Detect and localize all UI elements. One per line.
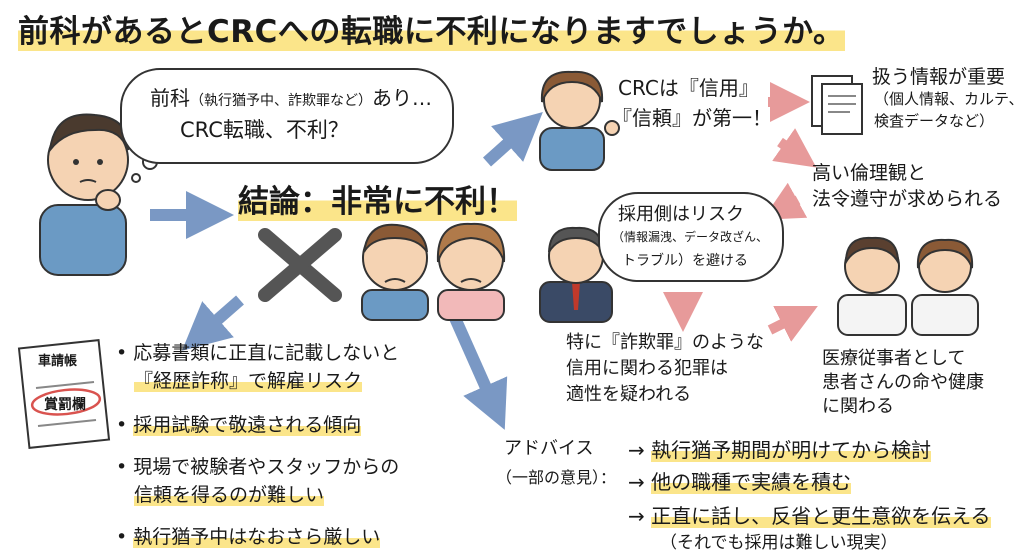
thought-line-2: CRC転職、不利？ xyxy=(180,118,349,142)
bullet-3-line-1: • 現場で被験者やスタッフからの xyxy=(116,456,400,478)
crc-trust-line-1: CRCは『信用』 xyxy=(618,76,759,100)
employer-man-icon xyxy=(539,226,613,323)
conclusion-text: 結論：非常に不利！ xyxy=(238,176,517,221)
thought-line-1-paren: （執行猶予中、詐欺罪など） xyxy=(190,93,372,109)
medical-line-1: 医療従事者として xyxy=(822,348,966,369)
document-field: 賞罰欄 xyxy=(44,397,86,413)
bullet-3-text: 現場で被験者やスタッフからの xyxy=(133,456,400,478)
ethics-line-1: 高い倫理観と xyxy=(812,162,927,184)
advice-item-1-text: 執行猶予期間が明けてから検討 xyxy=(651,438,932,462)
worried-boy-icon xyxy=(361,223,429,321)
resume-document-icon xyxy=(17,338,111,450)
bullet-4-line-1: • 執行猶予中はなおさら厳しい xyxy=(116,526,381,548)
thought-line-1: 前科（執行猶予中、詐欺罪など）あり… xyxy=(150,82,432,111)
advice-label: アドバイス xyxy=(504,438,594,459)
bullet-1-line-2: 『経歴詐称』で解雇リスク xyxy=(134,366,363,393)
fraud-line-1: 特に『詐欺罪』のような xyxy=(566,332,764,353)
arrow-down-left-icon xyxy=(181,295,244,351)
document-header: 車請帳 xyxy=(38,354,78,369)
advice-item-3-text: 正直に話し、反省と更生意欲を伝える xyxy=(651,504,991,528)
bullet-1-text-2: 『経歴詐称』で解雇リスク xyxy=(134,370,363,392)
advice-sub: （一部の意見）： xyxy=(496,468,617,487)
nurse-icon xyxy=(911,238,979,336)
advice-item-1: → 執行猶予期間が明けてから検討 xyxy=(628,438,932,462)
advice-item-3: → 正直に話し、反省と更生意欲を伝える xyxy=(628,504,991,528)
info-line-3: 検査データなど） xyxy=(874,112,995,130)
advice-note: （それでも採用は難しい現実） xyxy=(660,533,898,553)
thought-line-1-main: 前科 xyxy=(150,86,190,110)
info-line-1: 扱う情報が重要 xyxy=(872,66,1006,88)
bullet-3-text-2: 信頼を得るのが難しい xyxy=(134,484,325,506)
thought-bubble xyxy=(120,68,454,164)
bullet-1-line-1: • 応募書類に正直に記載しないと xyxy=(116,342,400,364)
bullet-2-text: 採用試験で敬遠される傾向 xyxy=(133,414,362,436)
medical-line-2: 患者さんの命や健康 xyxy=(822,372,984,393)
employer-line-3: トラブル）を避ける xyxy=(622,253,748,269)
arrow-down-left-icon xyxy=(762,182,808,220)
info-line-2: （個人情報、カルテ、 xyxy=(874,90,1024,108)
arrow-down-right-icon xyxy=(449,315,508,430)
advice-item-2: → 他の職種で実績を積む xyxy=(628,470,852,494)
fraud-line-3: 適性を疑われる xyxy=(566,384,692,405)
page-title: 前科があるとCRCへの転職に不利になりますでしょうか。 xyxy=(18,6,845,51)
arrow-up-right-icon xyxy=(767,306,818,342)
ethics-line-2: 法令遵守が求められる xyxy=(812,188,1003,210)
medical-line-3: に関わる xyxy=(822,396,894,417)
arrow-up-right-icon xyxy=(482,111,543,167)
thinking-man-icon xyxy=(39,113,130,276)
thought-dot-icon xyxy=(131,173,141,183)
thought-line-1-tail: あり… xyxy=(372,86,432,110)
bullet-4-text: 執行猶予中はなおさら厳しい xyxy=(133,526,381,548)
doctor-icon xyxy=(837,236,907,336)
employer-bubble xyxy=(598,192,784,282)
crc-woman-icon xyxy=(539,70,620,171)
arrow-down-right-icon xyxy=(772,128,817,168)
employer-line-2: （情報漏洩、データ改ざん、 xyxy=(612,230,769,244)
bullet-2-line-1: • 採用試験で敬遠される傾向 xyxy=(116,414,362,436)
employer-line-1: 採用側はリスク xyxy=(618,204,744,225)
bullet-3-line-2: 信頼を得るのが難しい xyxy=(134,480,325,507)
documents-icon xyxy=(811,75,863,135)
worried-woman-icon xyxy=(436,222,506,321)
crc-trust-line-2: 『信頼』が第一！ xyxy=(612,106,772,130)
fraud-line-2: 信用に関わる犯罪は xyxy=(566,358,728,379)
advice-item-2-text: 他の職種で実績を積む xyxy=(651,470,852,494)
bullet-1-text: 応募書類に正直に記載しないと xyxy=(133,342,400,364)
cross-mark-icon xyxy=(258,228,342,302)
